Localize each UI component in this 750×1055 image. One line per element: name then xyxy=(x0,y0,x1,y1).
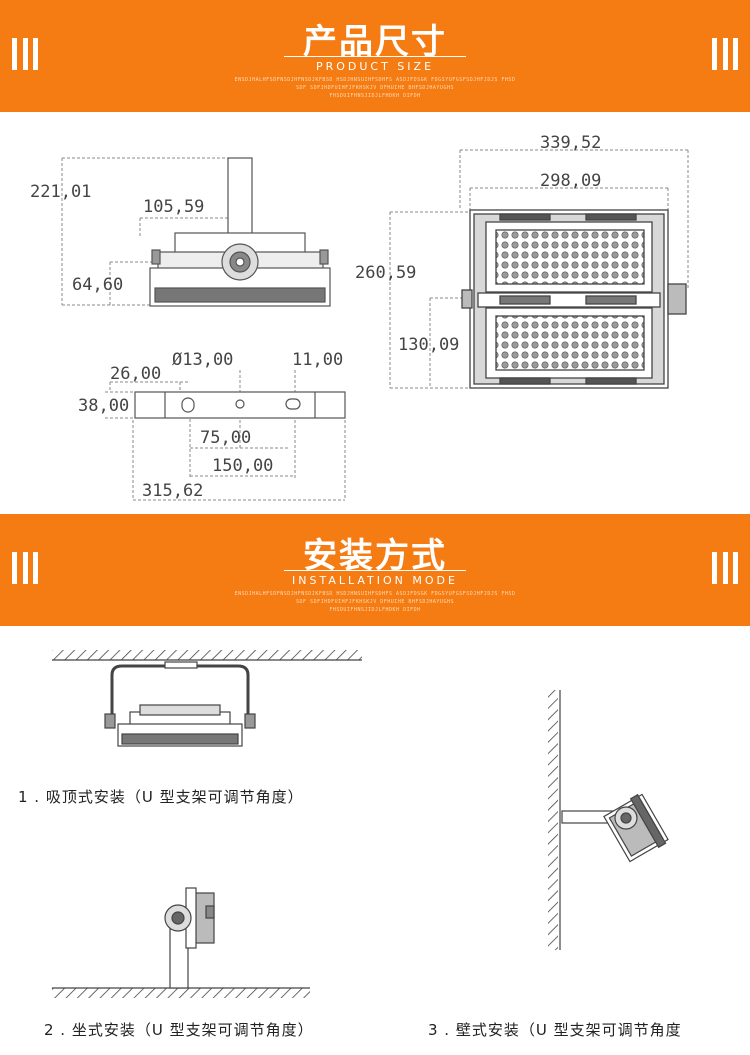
product-size-subtitle: PRODUCT SIZE xyxy=(315,60,435,73)
installation-drawings xyxy=(52,650,669,998)
wall-mount-drawing xyxy=(548,690,669,950)
front-dim-labels: 339,52 298,09 260,59 130,09 xyxy=(355,133,601,355)
title-divider xyxy=(284,570,466,571)
bracket-dim-labels: 26,00 Ø13,00 11,00 38,00 75,00 150,00 31… xyxy=(78,350,343,501)
dim-inner-spacing: 75,00 xyxy=(200,428,251,448)
dim-height-front: 260,59 xyxy=(355,263,416,283)
floor-mount-drawing xyxy=(52,887,310,998)
dim-slot-offset: 26,00 xyxy=(110,364,161,384)
dim-body-height: 64,60 xyxy=(72,275,123,295)
ceiling-mount-drawing xyxy=(52,650,362,747)
side-view-luminaire xyxy=(149,157,331,307)
installation-mode-title: 安装方式 xyxy=(303,536,447,576)
dim-outer-spacing: 150,00 xyxy=(212,456,273,476)
caption-ceiling-mount: 1 . 吸顶式安装（U 型支架可调节角度） xyxy=(18,788,304,806)
bars-right-icon xyxy=(712,552,738,584)
mounting-bracket xyxy=(134,391,346,419)
dimension-drawings: 221,01 105,59 64,60 339,52 298,09 260,59… xyxy=(30,133,689,501)
dim-height-total: 221,01 xyxy=(30,182,91,202)
installation-mode-subtitle: INSTALLATION MODE xyxy=(292,574,458,587)
dim-width-inner: 298,09 xyxy=(540,171,601,191)
product-size-title: 产品尺寸 xyxy=(303,22,447,62)
dim-hole: Ø13,00 xyxy=(172,350,233,370)
bars-left-icon xyxy=(12,38,38,70)
dim-width-outer: 339,52 xyxy=(540,133,601,153)
side-dim-labels: 221,01 105,59 64,60 xyxy=(30,182,204,295)
filler-text: ENSDJHALHFSDFNSDJHFNSDJKFBSD HSDJHNSUIHF… xyxy=(234,591,516,613)
installation-mode-banner: 安装方式 INSTALLATION MODE ENSDJHALHFSDFNSDJ… xyxy=(0,514,750,626)
bars-right-icon xyxy=(712,38,738,70)
dim-height-half: 130,09 xyxy=(398,335,459,355)
product-size-banner: 产品尺寸 PRODUCT SIZE ENSDJHALHFSDFNSDJHFNSD… xyxy=(0,0,750,112)
caption-floor-mount: 2 . 坐式安装（U 型支架可调节角度） xyxy=(44,1021,314,1039)
front-view-luminaire xyxy=(461,209,687,389)
filler-text: ENSDJHALHFSDFNSDJHFNSDJKFBSD HSDJHNSUIHF… xyxy=(234,77,516,99)
dim-arm-width: 105,59 xyxy=(143,197,204,217)
dim-slot-width: 11,00 xyxy=(292,350,343,370)
dim-bracket-length: 315,62 xyxy=(142,481,203,501)
title-divider xyxy=(284,56,466,57)
caption-wall-mount: 3 . 壁式安装（U 型支架可调节角度 xyxy=(428,1021,682,1039)
dim-bracket-height: 38,00 xyxy=(78,396,129,416)
bars-left-icon xyxy=(12,552,38,584)
